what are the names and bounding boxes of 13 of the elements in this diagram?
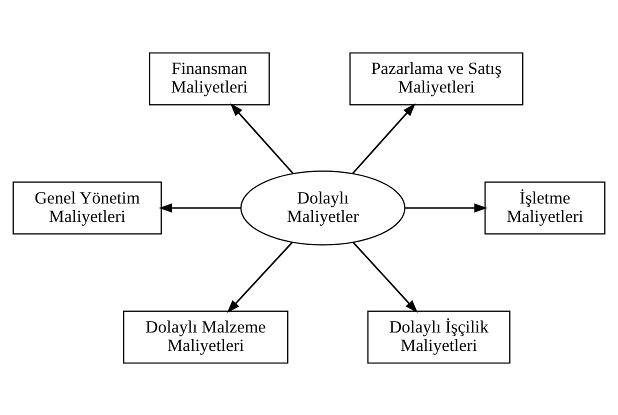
arrow [226,241,293,312]
node-box: Dolaylı Malzeme Maliyetleri [123,310,288,364]
node-box: Pazarlama ve Satış Maliyetleri [349,52,524,105]
node-box: Finansman Maliyetleri [148,52,270,105]
arrow [158,202,241,212]
arrow [230,102,294,174]
node-ellipse: Dolaylı Maliyetler [240,170,406,245]
arrow [405,202,488,212]
node-box: Genel Yönetim Maliyetleri [12,180,162,234]
node-box: Dolaylı İşçilik Maliyetleri [367,310,510,364]
arrow [352,102,416,174]
node-box: İşletme Maliyetleri [484,180,606,234]
arrow [352,241,418,312]
